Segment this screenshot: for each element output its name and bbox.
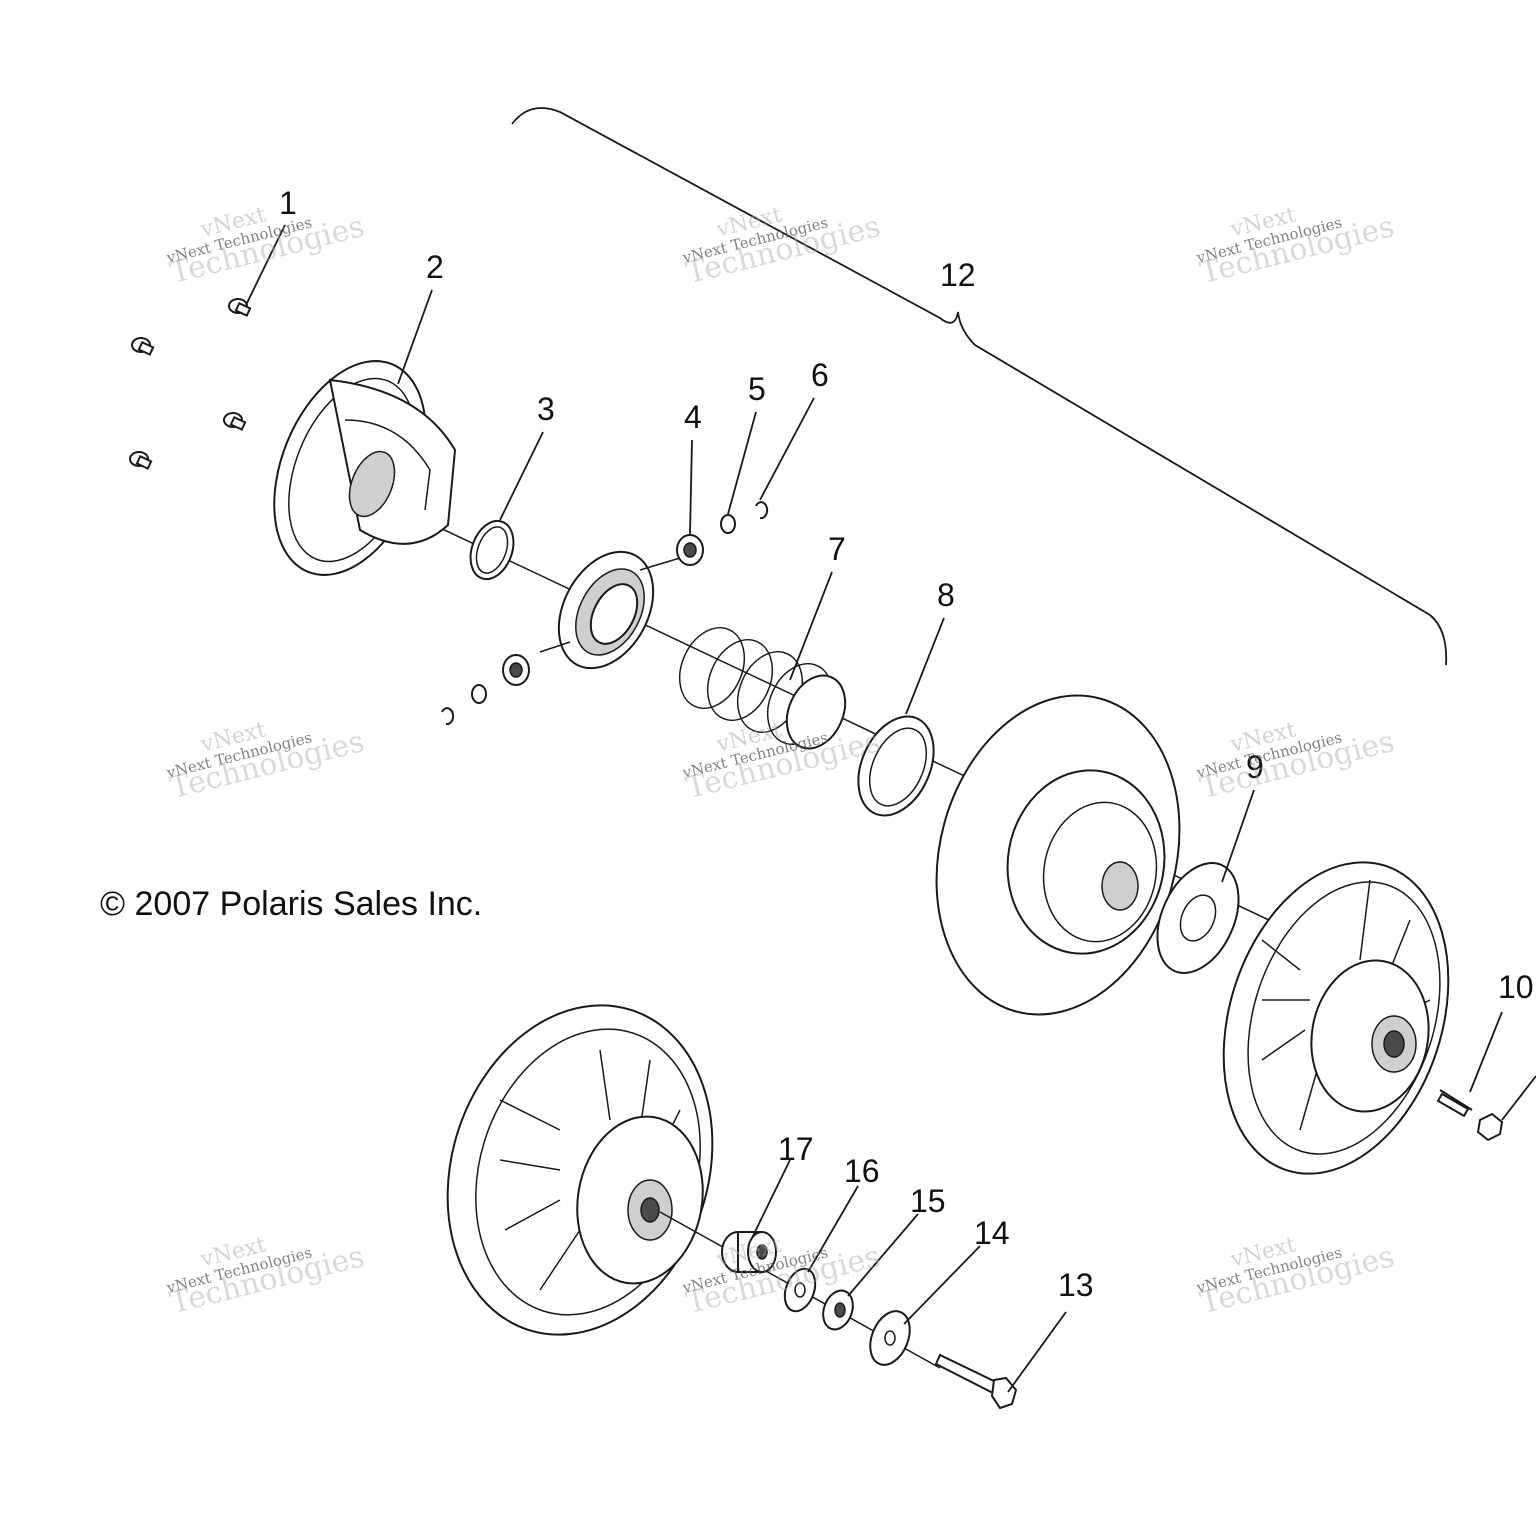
callout-7: 7 [828,531,846,567]
helix-cover [273,360,457,576]
assembly-bracket [511,107,1448,666]
clip-upper [755,501,769,520]
seal-ring [857,715,935,817]
stationary-sheave [935,694,1181,1016]
callout-2: 2 [426,249,444,285]
washer-upper [720,514,736,534]
shim-washer [1156,862,1240,974]
washer-lower [471,684,487,704]
moveable-sheave-left [446,1004,714,1336]
snap-ring [469,519,515,581]
clip-lower [441,707,455,726]
bolt [228,298,252,317]
washer-15 [822,1289,854,1331]
bolt [223,412,247,431]
callout-6: 6 [811,357,829,393]
lock-nut [1476,1112,1504,1142]
callout-15: 15 [910,1183,946,1219]
roller-lower [502,654,530,686]
spider-housing [539,550,691,670]
bushing [721,1231,777,1273]
bolt [131,337,155,356]
bolt [129,451,153,470]
copyright-notice: © 2007 Polaris Sales Inc. [100,885,483,923]
callout-17: 17 [778,1131,814,1167]
set-screw [1436,1089,1473,1118]
callout-4: 4 [684,399,702,435]
callout-3: 3 [537,391,555,427]
washer-14 [869,1310,911,1366]
callout-10: 10 [1498,969,1534,1005]
spring [678,626,847,750]
callout-1: 1 [279,185,297,221]
callout-labels: 1 2 3 4 5 6 7 8 9 10 12 13 14 15 16 17 [279,185,1534,1303]
bolt-13 [934,1353,1018,1410]
callout-9: 9 [1246,749,1264,785]
callout-5: 5 [748,371,766,407]
callout-14: 14 [974,1215,1010,1251]
callout-8: 8 [937,577,955,613]
callout-16: 16 [844,1153,880,1189]
callout-12: 12 [940,257,976,293]
callout-13: 13 [1058,1267,1094,1303]
roller-upper [676,534,704,566]
moveable-sheave-right [1222,861,1450,1175]
leader-lines [245,224,1536,1393]
bolt-group [129,298,252,470]
washer-16 [783,1267,817,1313]
